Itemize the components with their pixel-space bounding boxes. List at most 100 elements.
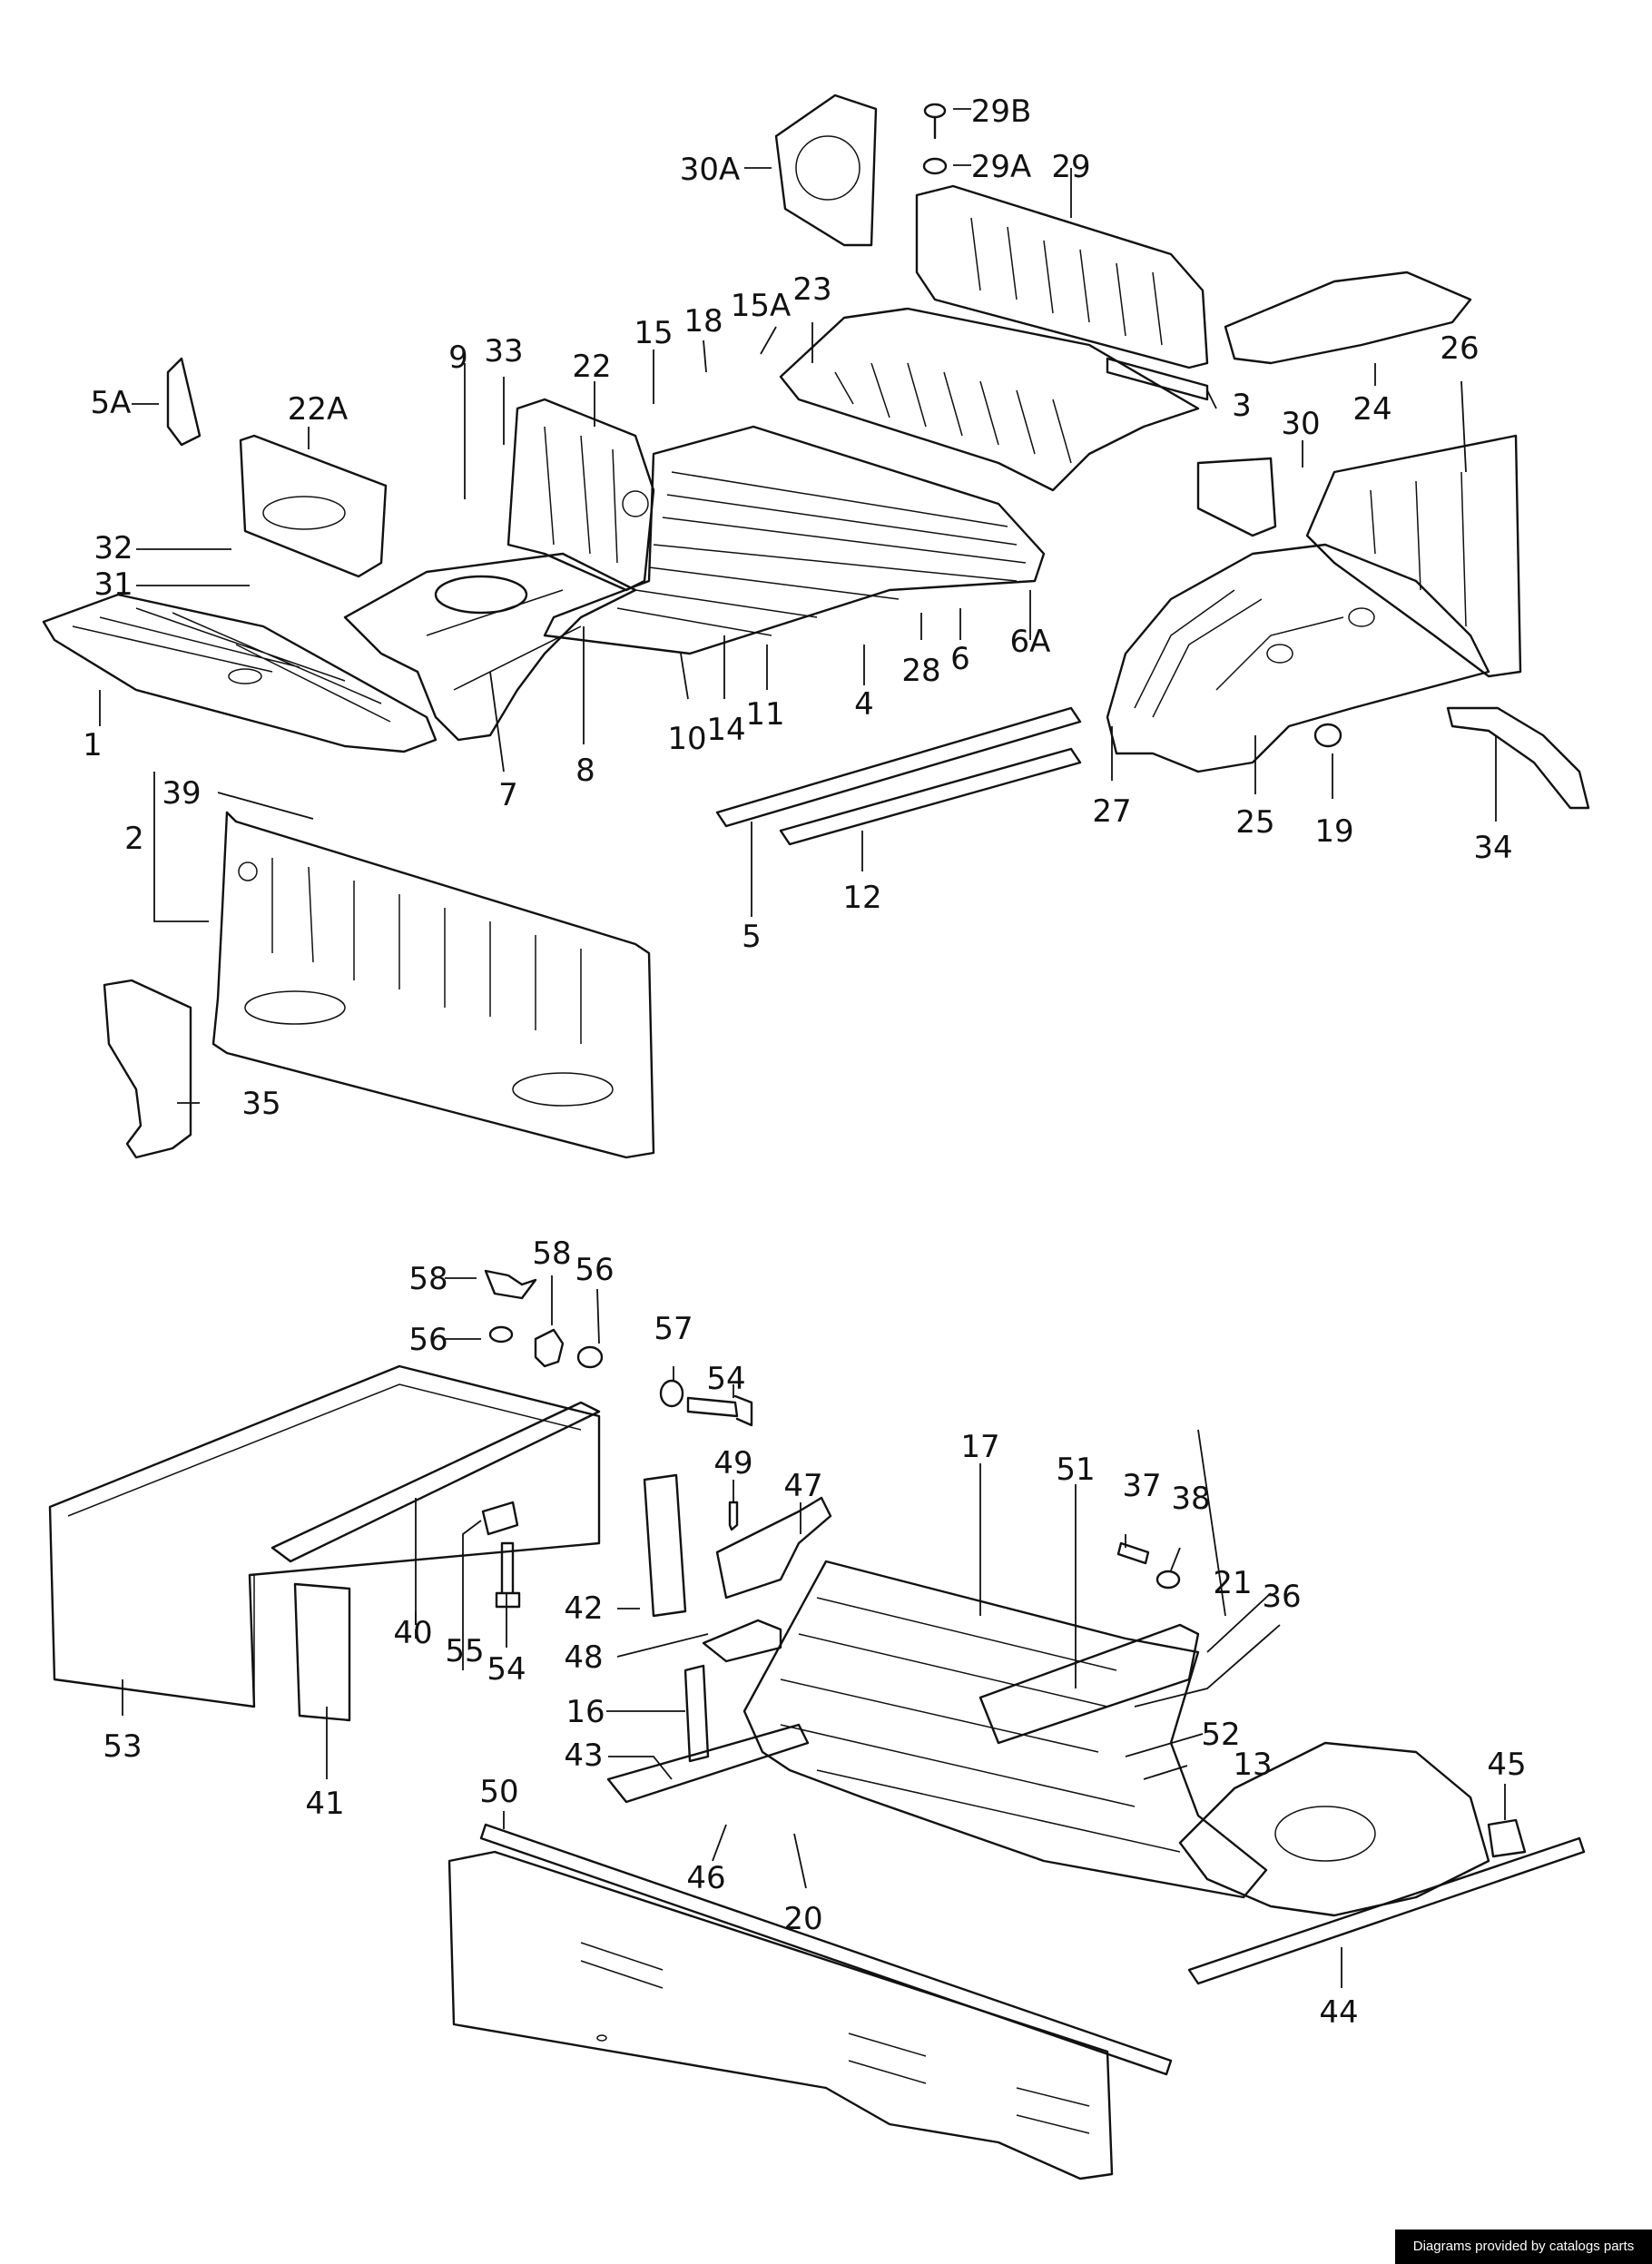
wheel-well-13 [1178,1741,1490,1917]
label-24: 24 [1352,391,1391,428]
washer-57 [659,1379,684,1408]
label-23: 23 [792,271,831,308]
label-47: 47 [783,1468,822,1504]
label-30: 30 [1281,406,1320,442]
label-43: 43 [564,1737,603,1774]
label-51: 51 [1056,1452,1095,1488]
floor-main-14 [543,425,1046,655]
rail-40 [270,1401,601,1563]
header-rail-50 [479,1823,1173,2076]
rear-wall-22 [506,398,655,592]
label-54-lower: 54 [487,1651,526,1688]
bracket-45 [1487,1818,1527,1858]
bracket-34 [1446,706,1590,810]
label-41: 41 [305,1786,344,1822]
label-25: 25 [1235,804,1274,841]
label-17: 17 [960,1429,999,1465]
label-34: 34 [1473,830,1512,866]
label-16: 16 [565,1694,605,1730]
grommet-19 [1313,723,1342,748]
post-35 [103,979,192,1159]
wheelhouse-25 [1106,543,1490,773]
label-2: 2 [124,821,144,857]
bolt-29B [923,103,947,140]
label-57: 57 [654,1311,693,1347]
label-3: 3 [1232,388,1252,424]
label-9: 9 [448,340,468,376]
label-18: 18 [683,303,723,340]
label-54: 54 [706,1361,745,1397]
label-38: 38 [1171,1481,1210,1517]
label-45: 45 [1487,1747,1526,1783]
label-10: 10 [667,721,706,757]
bracket-48 [702,1619,782,1663]
washer-38 [1155,1570,1181,1590]
label-7: 7 [498,777,518,813]
tailgate-2 [211,811,655,1159]
label-11: 11 [745,696,784,733]
clamp-55 [481,1501,519,1536]
label-33: 33 [484,333,523,369]
bolt-54b [495,1541,521,1609]
label-32: 32 [93,530,133,566]
label-50: 50 [479,1774,518,1810]
label-27: 27 [1092,793,1131,830]
label-6: 6 [950,641,970,677]
hinge-47 [715,1496,832,1600]
pan-7 [343,552,637,742]
post-42 [643,1473,687,1618]
side-panel-50 [447,1850,1114,2180]
wing-nut-58 [484,1269,537,1300]
label-20: 20 [783,1901,822,1937]
label-5: 5 [742,919,762,955]
label-26: 26 [1440,330,1479,367]
bolt-37 [1116,1541,1150,1565]
label-37: 37 [1122,1468,1161,1504]
label-15A: 15A [731,288,792,324]
rail-5 [715,706,1082,846]
label-21: 21 [1213,1565,1252,1601]
label-28: 28 [901,653,940,689]
label-30A: 30A [680,152,741,188]
label-15: 15 [634,315,673,351]
floor-panel-1 [42,593,438,753]
label-42: 42 [564,1590,603,1627]
bracket-5A [166,357,202,447]
label-1: 1 [83,727,103,763]
label-29B: 29B [971,94,1032,130]
callout-labels: 1 2 3 4 5 5A 6 6A 7 8 9 10 11 12 13 14 1… [83,94,1526,2031]
bracket-30 [1196,457,1277,537]
washer-29A [922,157,948,175]
label-36: 36 [1262,1579,1301,1615]
label-13: 13 [1233,1747,1272,1783]
label-48: 48 [564,1639,603,1676]
label-46: 46 [686,1860,725,1896]
lockwasher-56b [576,1345,604,1369]
label-29: 29 [1051,149,1090,185]
side-box-53 [48,1364,601,1708]
side-panel-26 [1305,434,1522,678]
wing-nut-58b [534,1328,565,1368]
bolt-54 [686,1394,753,1427]
side-member-24 [1224,271,1472,365]
strip-3 [1106,357,1209,401]
cross-member-29 [915,184,1209,369]
label-22A: 22A [288,391,349,428]
member-43 [606,1723,810,1804]
label-4: 4 [854,686,874,723]
label-58-wing: 58 [408,1261,447,1297]
label-8: 8 [575,753,595,789]
label-29A: 29A [971,149,1032,185]
leader-lines [99,108,1506,1988]
panel-22A [239,434,388,578]
credit-footer: Diagrams provided by catalogs parts [1395,2230,1652,2264]
label-22: 22 [572,349,611,385]
label-19: 19 [1314,813,1353,850]
label-55: 55 [445,1633,484,1669]
label-35: 35 [241,1086,280,1122]
long-member-51 [978,1623,1200,1745]
label-58: 58 [532,1235,571,1272]
bracket-30A [774,94,878,247]
label-44: 44 [1319,1994,1358,2031]
